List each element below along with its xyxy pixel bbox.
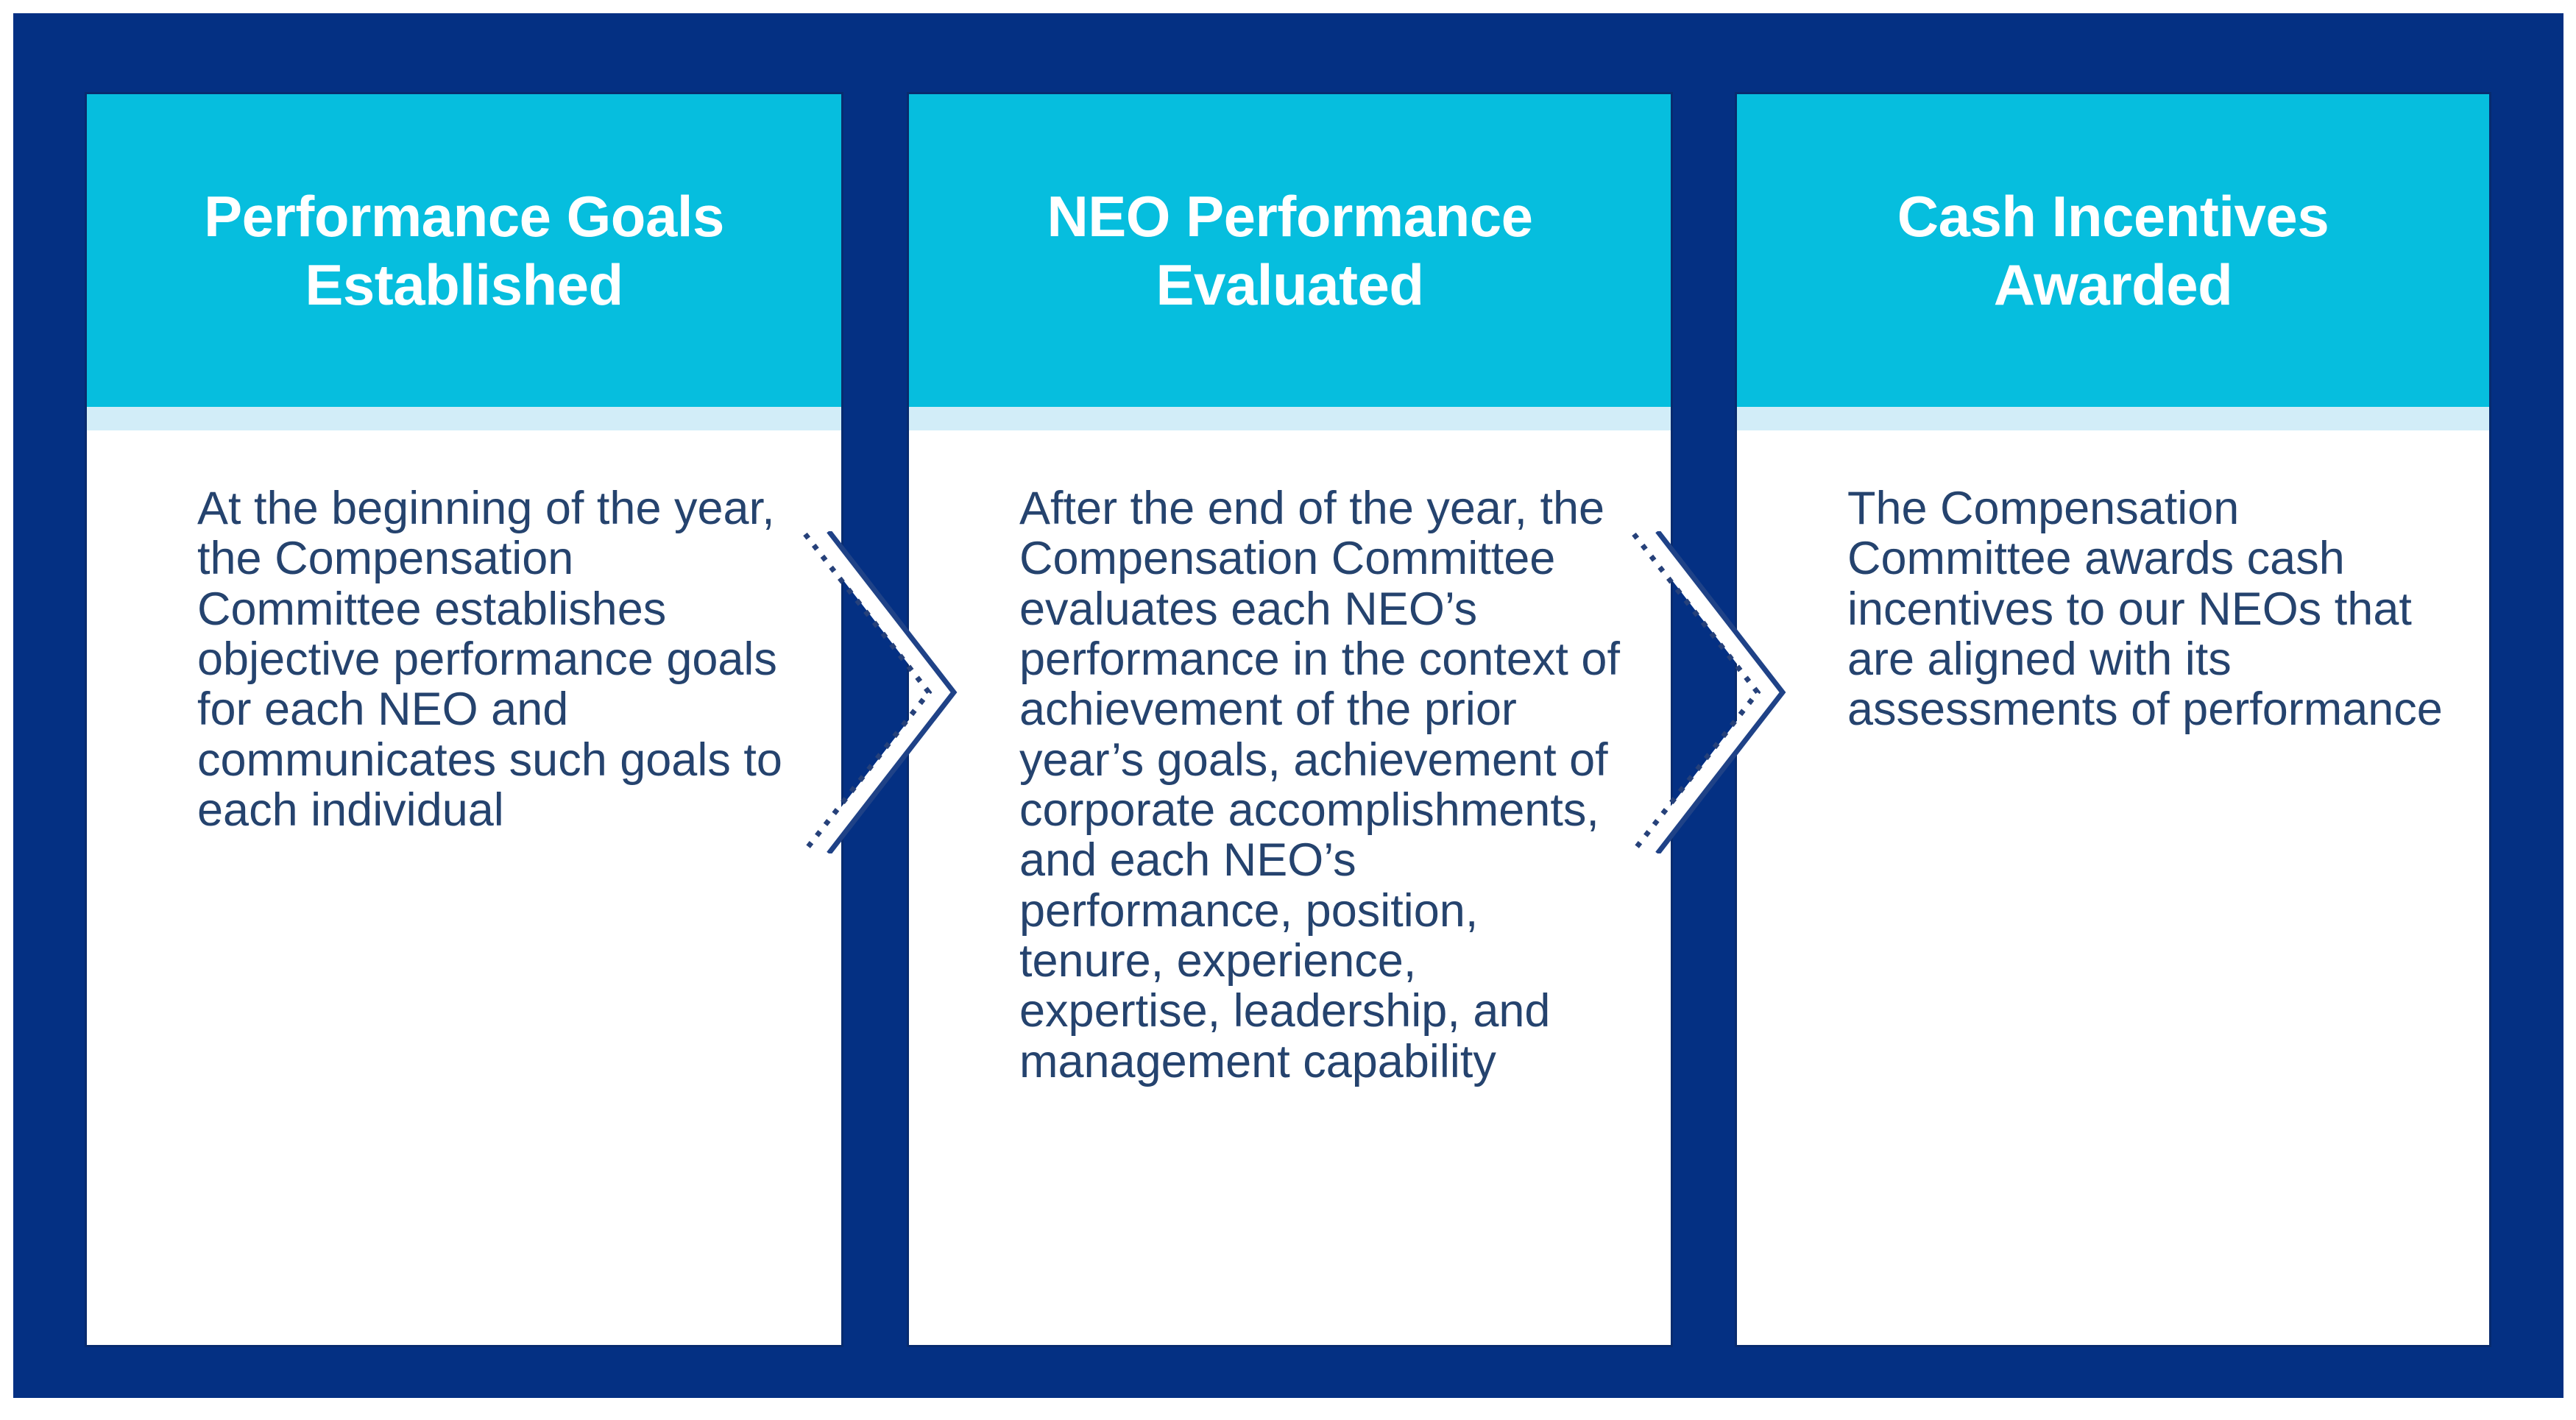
step-2-divider-band [909,407,1671,430]
step-1-title: Performance Goals Established [204,184,724,317]
step-2-description: After the end of the year, the Compensat… [1019,483,1620,1087]
step-3-description: The Compensation Committee awards cash i… [1847,483,2443,736]
step-2-title: NEO Performance Evaluated [1047,184,1533,317]
step-2-header: NEO Performance Evaluated [909,94,1671,407]
process-step-card-1[interactable]: Performance Goals Established At the beg… [87,94,841,1345]
step-3-header: Cash Incentives Awarded [1737,94,2489,407]
step-3-body: The Compensation Committee awards cash i… [1737,430,2489,735]
step-1-description: At the beginning of the year, the Compen… [197,483,782,837]
step-1-divider-band [87,407,841,430]
step-3-divider-band [1737,407,2489,430]
step-2-body: After the end of the year, the Compensat… [909,430,1671,1087]
step-3-title: Cash Incentives Awarded [1897,184,2329,317]
step-1-body: At the beginning of the year, the Compen… [87,430,841,835]
process-step-card-2[interactable]: NEO Performance Evaluated After the end … [909,94,1671,1345]
process-step-card-3[interactable]: Cash Incentives Awarded The Compensation… [1737,94,2489,1345]
step-1-header: Performance Goals Established [87,94,841,407]
